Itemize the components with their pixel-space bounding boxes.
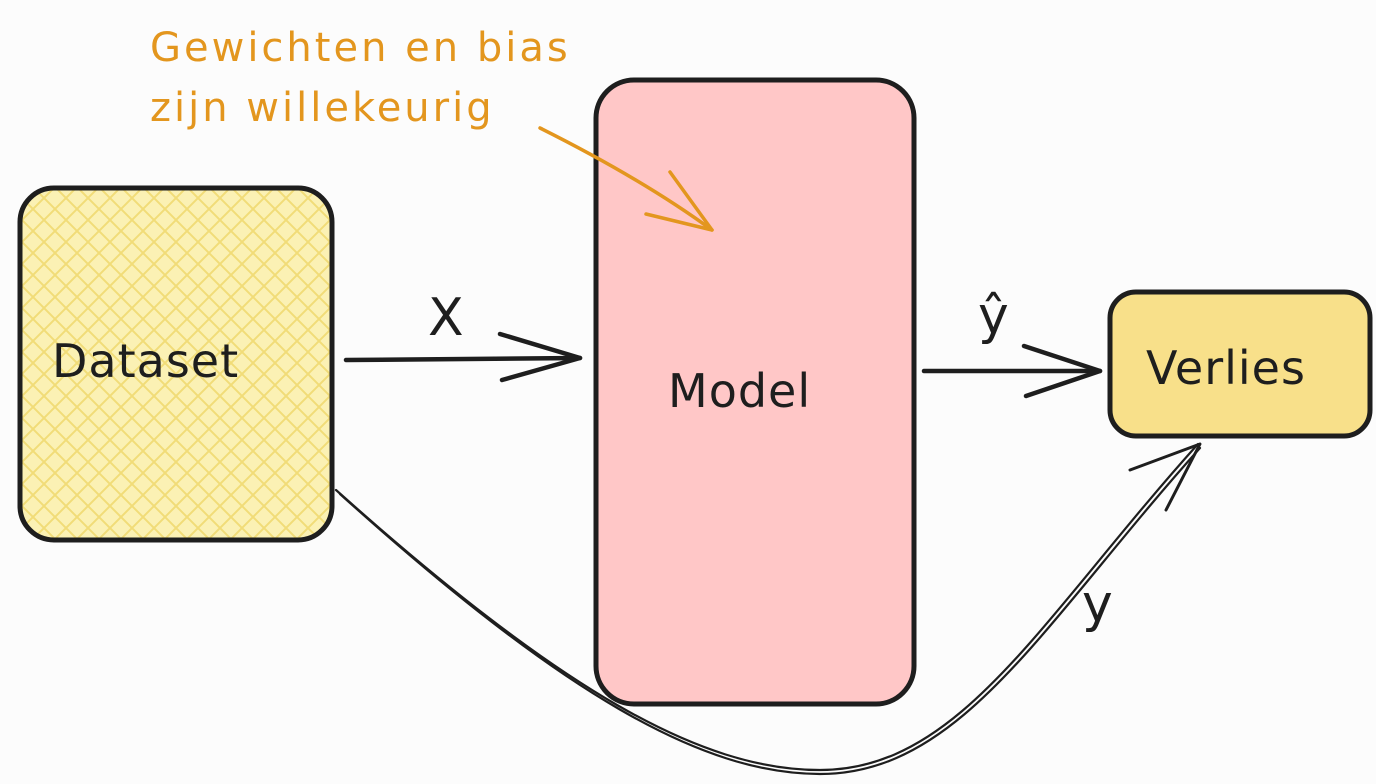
loss-label: Verlies [1146, 341, 1306, 395]
arrow-dataset-to-model-line [343, 355, 583, 363]
annotation-text: Gewichten en bias zijn willekeurig [150, 18, 571, 138]
arrow-dataset-to-loss-head [1128, 442, 1202, 512]
arrow-dataset-to-model [343, 331, 583, 383]
dataset-label: Dataset [52, 334, 240, 388]
loss-node [1107, 289, 1373, 439]
dataset-node [17, 185, 335, 543]
arrow-model-to-loss [921, 343, 1103, 399]
edge-label-x: X [428, 288, 464, 348]
arrow-dataset-to-loss [334, 442, 1202, 776]
annotation-line-1: Gewichten en bias [150, 25, 571, 71]
arrow-dataset-to-loss-curve-sketch [338, 446, 1202, 776]
loss-node-box [1107, 289, 1373, 439]
model-node [593, 77, 917, 707]
edge-label-yhat: ŷ [978, 286, 1009, 346]
annotation-arrow-line [538, 126, 714, 232]
model-label: Model [668, 364, 812, 418]
annotation-arrow-head [644, 170, 714, 232]
arrow-model-to-loss-head [1021, 343, 1103, 399]
annotation-arrow [538, 126, 714, 232]
arrow-dataset-to-model-head [497, 331, 583, 383]
edge-label-y: y [1082, 574, 1113, 634]
dataset-node-hatch [20, 188, 332, 540]
dataset-node-border [17, 185, 335, 543]
annotation-line-2: zijn willekeurig [150, 85, 495, 131]
model-node-box [593, 77, 917, 707]
arrow-dataset-to-loss-curve [334, 442, 1200, 772]
